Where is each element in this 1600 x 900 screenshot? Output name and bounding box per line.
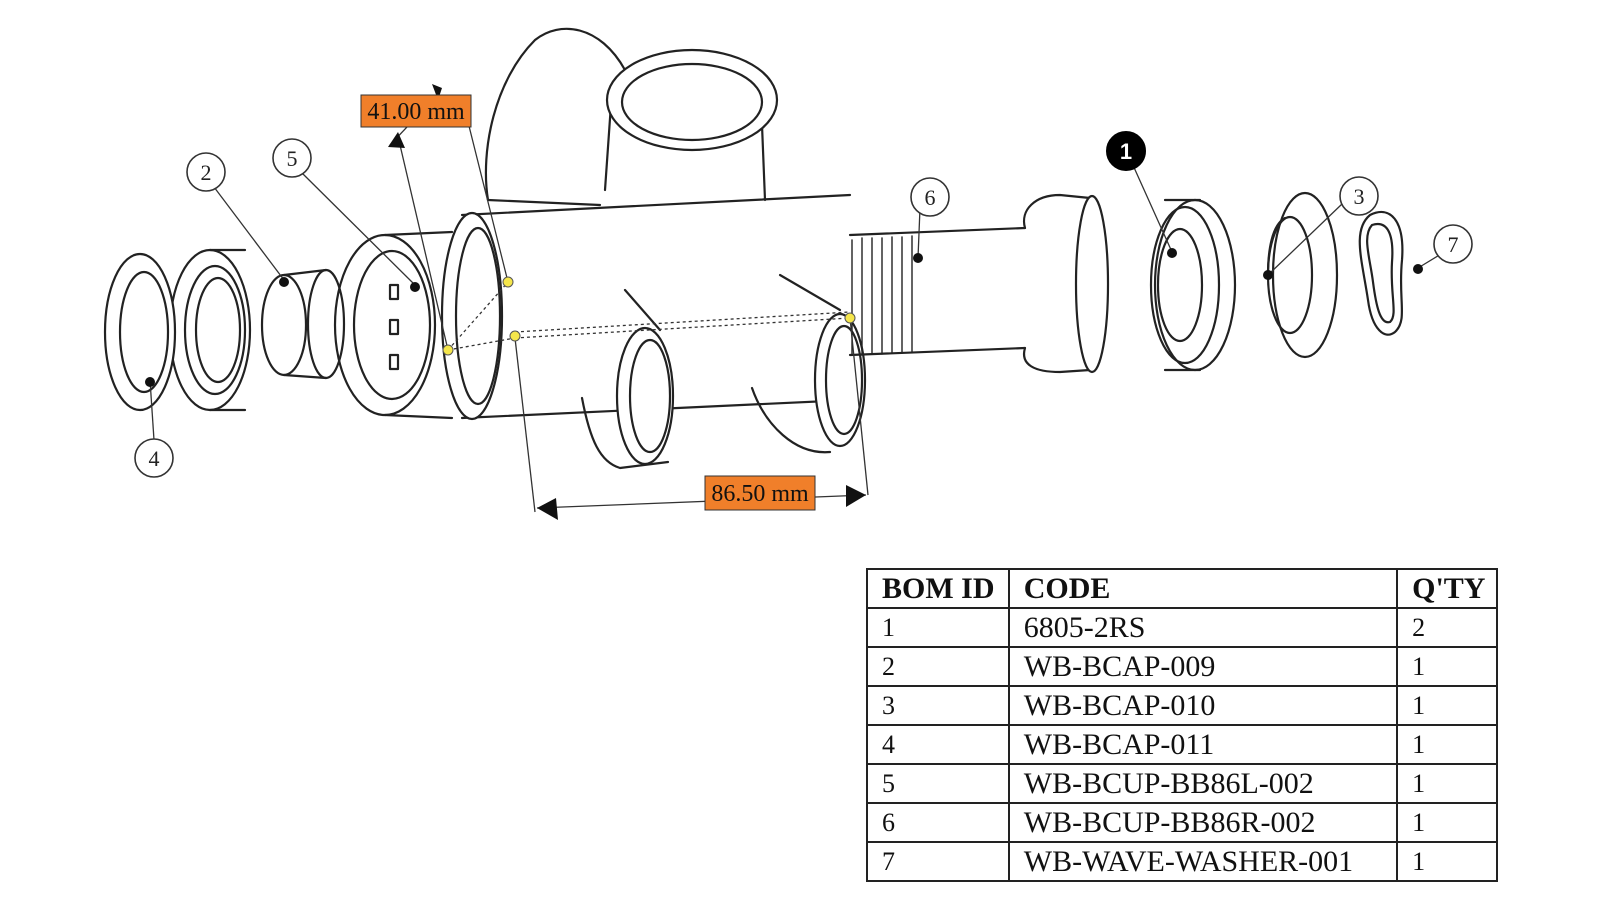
bom-code: WB-WAVE-WASHER-001 xyxy=(1007,841,1399,882)
dimension-label-shell-width: 86.50 mm xyxy=(704,475,816,511)
svg-text:1: 1 xyxy=(1120,139,1132,164)
bom-qty: 1 xyxy=(1396,841,1498,882)
table-row: 6 WB-BCUP-BB86R-002 1 xyxy=(866,802,1498,843)
bom-qty: 1 xyxy=(1396,685,1498,726)
wave-washer xyxy=(1358,210,1404,336)
dimension-value: 41.00 mm xyxy=(367,99,465,125)
bom-id: 6 xyxy=(866,802,1010,843)
table-row: 2 WB-BCAP-009 1 xyxy=(866,646,1498,687)
balloon xyxy=(186,152,226,192)
bb-shell-body xyxy=(440,193,867,470)
right-cup-bb86r xyxy=(848,193,1110,374)
balloon-label: 4 xyxy=(149,446,160,471)
bom-qty: 1 xyxy=(1396,646,1498,687)
balloon-label: 6 xyxy=(925,185,936,210)
bom-code: 6805-2RS xyxy=(1007,607,1399,648)
cap-4-washer xyxy=(103,252,177,412)
bom-id: 7 xyxy=(866,841,1010,882)
balloon-label: 3 xyxy=(1354,184,1365,209)
bom-code: WB-BCAP-010 xyxy=(1007,685,1399,726)
balloon xyxy=(1433,224,1473,264)
measure-point xyxy=(502,276,514,288)
left-cup-bb86l xyxy=(333,230,454,420)
bom-header-row: BOM ID CODE Q'TY xyxy=(866,568,1498,609)
balloon xyxy=(910,177,950,217)
bom-code: WB-BCUP-BB86R-002 xyxy=(1007,802,1399,843)
balloon xyxy=(272,138,312,178)
dimension-value: 86.50 mm xyxy=(711,481,809,507)
bom-qty: 2 xyxy=(1396,607,1498,648)
bearing-left xyxy=(168,248,252,412)
table-row: 5 WB-BCUP-BB86L-002 1 xyxy=(866,763,1498,804)
bom-id: 1 xyxy=(866,607,1010,648)
bom-id: 4 xyxy=(866,724,1010,765)
balloon: 1 xyxy=(1106,131,1146,171)
balloon-label: 5 xyxy=(287,146,298,171)
bom-id: 5 xyxy=(866,763,1010,804)
cap-3 xyxy=(1266,191,1339,359)
table-row: 7 WB-WAVE-WASHER-001 1 xyxy=(866,841,1498,882)
dimension-label-width: 41.00 mm xyxy=(360,94,472,128)
table-row: 4 WB-BCAP-011 1 xyxy=(866,724,1498,765)
measure-point xyxy=(509,330,521,342)
bom-qty: 1 xyxy=(1396,724,1498,765)
bom-header-code: CODE xyxy=(1007,568,1399,609)
balloon xyxy=(134,438,174,478)
bom-table: BOM ID CODE Q'TY 1 6805-2RS 2 2 WB-BCAP-… xyxy=(866,568,1498,882)
table-row: 1 6805-2RS 2 xyxy=(866,607,1498,648)
bom-header-qty: Q'TY xyxy=(1396,568,1498,609)
bom-id: 3 xyxy=(866,685,1010,726)
balloon xyxy=(1339,176,1379,216)
bearing-right xyxy=(1149,198,1237,372)
measure-point xyxy=(442,344,454,356)
bom-id: 2 xyxy=(866,646,1010,687)
measure-point xyxy=(844,312,856,324)
seat-tube xyxy=(484,27,779,207)
balloon-label: 7 xyxy=(1448,232,1459,257)
bom-code: WB-BCAP-011 xyxy=(1007,724,1399,765)
bom-code: WB-BCAP-009 xyxy=(1007,646,1399,687)
bom-qty: 1 xyxy=(1396,763,1498,804)
cap-2 xyxy=(260,268,346,380)
table-row: 3 WB-BCAP-010 1 xyxy=(866,685,1498,726)
bom-header-id: BOM ID xyxy=(866,568,1010,609)
balloon-label: 2 xyxy=(201,160,212,185)
bom-qty: 1 xyxy=(1396,802,1498,843)
bom-code: WB-BCUP-BB86L-002 xyxy=(1007,763,1399,804)
